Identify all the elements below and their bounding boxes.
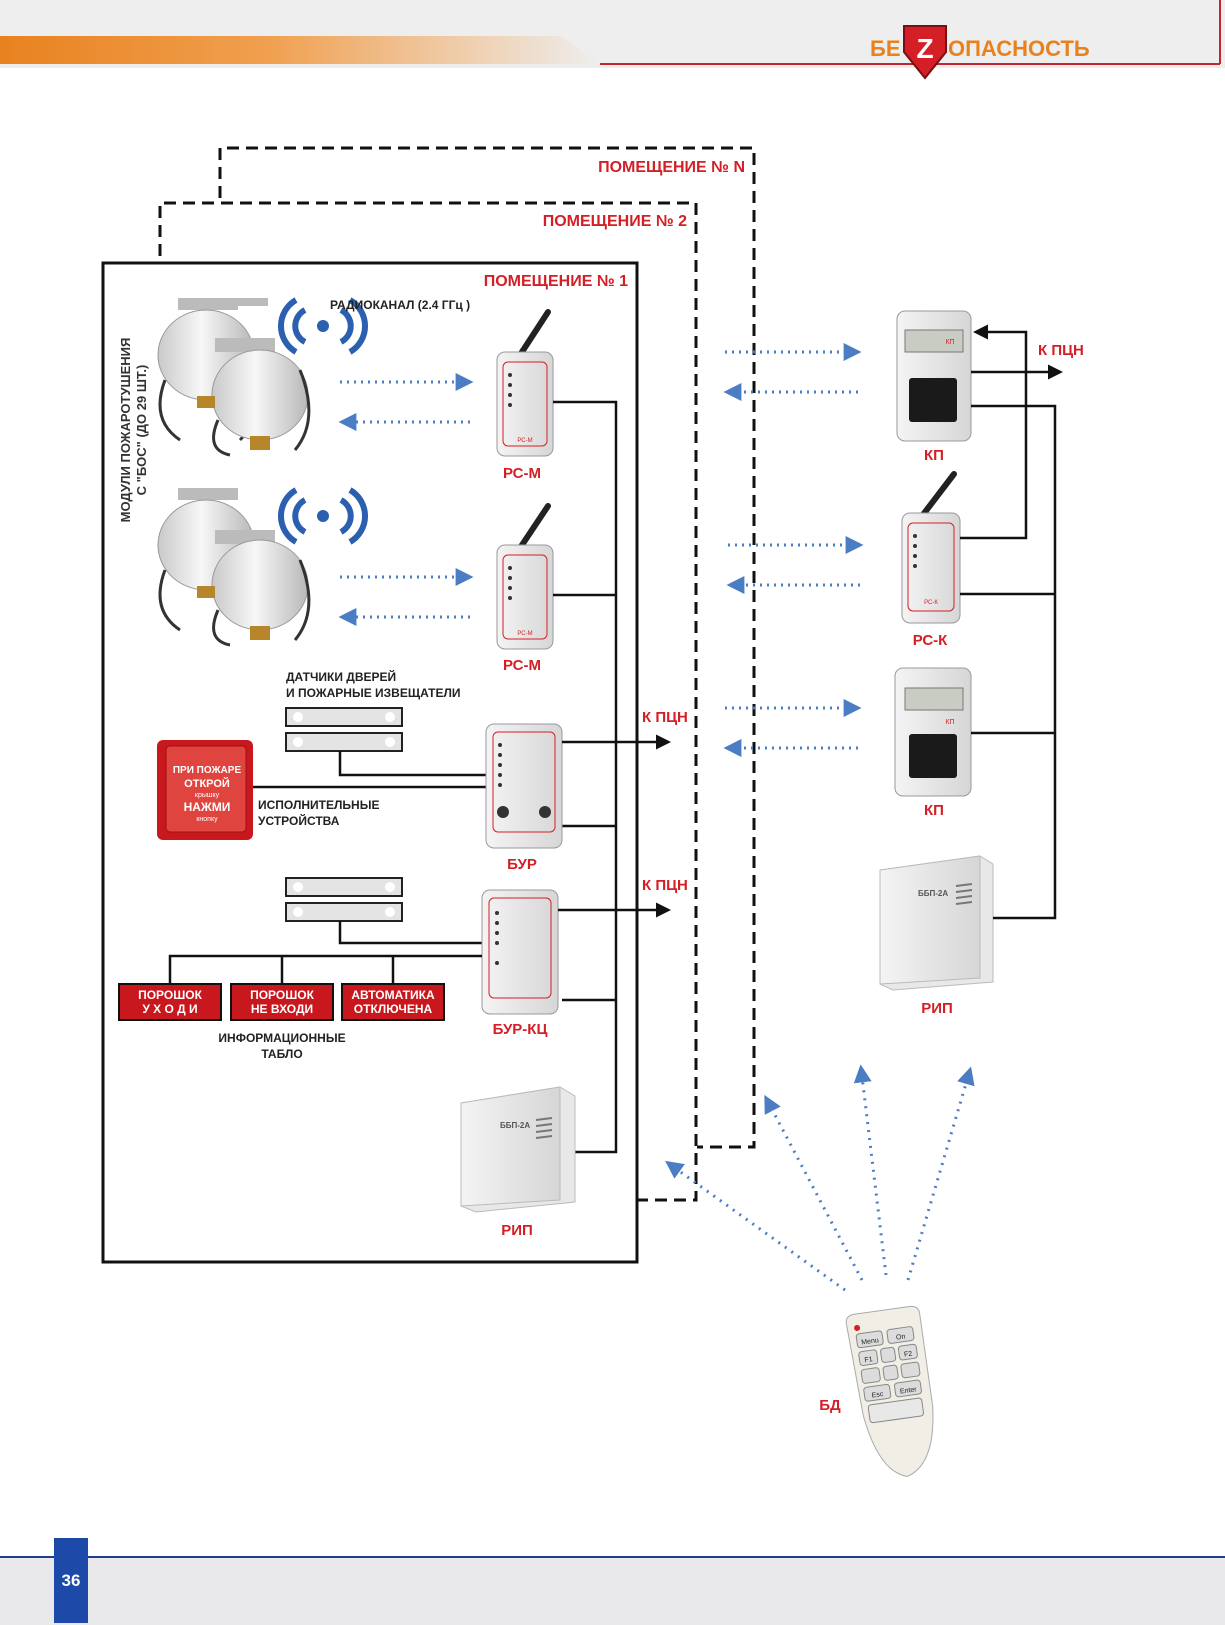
svg-text:F1: F1 xyxy=(864,1356,873,1364)
bur-kc-device xyxy=(481,889,559,1015)
svg-text:Esc: Esc xyxy=(871,1391,884,1400)
brand-logo: БЕ Z ОПАСНОСТЬ xyxy=(870,25,1090,80)
radio-wave-icon xyxy=(277,297,369,355)
remote-arrow xyxy=(764,1094,864,1281)
room-2-frame xyxy=(158,201,698,1202)
kp-device-2: КП xyxy=(894,667,972,797)
info-tablo-2: ПОРОШОК НЕ ВХОДИ xyxy=(230,983,334,1021)
door-sensor xyxy=(285,707,403,752)
info-tablo-label-1: ИНФОРМАЦИОННЫЕ xyxy=(218,1031,345,1045)
svg-text:НЕ ВХОДИ: НЕ ВХОДИ xyxy=(251,1002,313,1016)
remote-arrow xyxy=(665,1160,846,1292)
to-pcn-label-1: К ПЦН xyxy=(642,709,688,726)
power-supply-right: ББП-2А xyxy=(879,855,994,991)
bur-device xyxy=(485,723,563,849)
svg-text:НАЖМИ: НАЖМИ xyxy=(184,800,231,814)
fire-module-group-2 xyxy=(157,488,311,647)
rs-m-device-2: РС-М xyxy=(496,503,554,650)
rs-k-device: РС-К xyxy=(901,471,961,624)
svg-text:РС-М: РС-М xyxy=(517,631,532,637)
rip-label-left: РИП xyxy=(501,1222,533,1239)
radio-channel-label: РАДИОКАНАЛ (2.4 ГГц ) xyxy=(330,298,470,312)
rs-m-label-1: РС-М xyxy=(503,465,541,482)
to-pcn-label-2: К ПЦН xyxy=(642,877,688,894)
brand-suffix: ОПАСНОСТЬ xyxy=(948,36,1090,61)
rs-m-label-2: РС-М xyxy=(503,657,541,674)
svg-text:крышку: крышку xyxy=(195,792,220,799)
actuators-label-1: ИСПОЛНИТЕЛЬНЫЕ xyxy=(258,798,379,812)
kp-device-1: КП xyxy=(896,310,972,442)
svg-text:РС-К: РС-К xyxy=(924,600,938,606)
rip-label-right: РИП xyxy=(921,1000,953,1017)
svg-text:РС-М: РС-М xyxy=(517,438,532,444)
footer-band xyxy=(0,1556,1225,1625)
remote-arrow xyxy=(906,1066,975,1281)
brand-letter: Z xyxy=(916,33,933,64)
svg-text:On: On xyxy=(896,1333,906,1341)
info-tablo-3: АВТОМАТИКА ОТКЛЮЧЕНА xyxy=(341,983,445,1021)
power-supply-left: ББП-2А xyxy=(460,1086,576,1213)
svg-text:КП: КП xyxy=(945,339,954,346)
room-1-frame xyxy=(101,261,639,1264)
svg-text:КП: КП xyxy=(945,719,954,726)
svg-text:F2: F2 xyxy=(904,1351,913,1359)
svg-text:МОДУЛИ ПОЖАРОТУШЕНИЯ: МОДУЛИ ПОЖАРОТУШЕНИЯ xyxy=(118,338,133,523)
svg-text:У Х О Д И: У Х О Д И xyxy=(142,1002,197,1016)
fire-module-group-1 xyxy=(157,298,311,457)
sensors-label-1: ДАТЧИКИ ДВЕРЕЙ xyxy=(286,669,396,684)
svg-text:ПОРОШОК: ПОРОШОК xyxy=(138,988,203,1002)
svg-text:ББП-2А: ББП-2А xyxy=(918,889,948,898)
room-1-label: ПОМЕЩЕНИЕ № 1 xyxy=(484,273,628,290)
svg-text:ББП-2А: ББП-2А xyxy=(500,1121,530,1130)
kp-label-1: КП xyxy=(924,447,944,464)
bd-remote: Menu On F1 F2 Esc Enter xyxy=(845,1305,934,1477)
header-stripe xyxy=(0,36,600,64)
svg-text:АВТОМАТИКА: АВТОМАТИКА xyxy=(351,988,435,1002)
rs-m-device-1: РС-М xyxy=(496,309,554,457)
room-n-frame xyxy=(218,146,756,1149)
svg-text:С "БОС" (ДО 29 ШТ.): С "БОС" (ДО 29 ШТ.) xyxy=(134,365,149,496)
door-sensor xyxy=(285,877,403,922)
svg-text:ПРИ ПОЖАРЕ: ПРИ ПОЖАРЕ xyxy=(173,765,242,776)
svg-text:ОТКЛЮЧЕНА: ОТКЛЮЧЕНА xyxy=(354,1002,433,1016)
bur-label: БУР xyxy=(507,856,537,873)
room-1-bus xyxy=(553,400,618,1154)
bur-kc-label: БУР-КЦ xyxy=(493,1021,548,1038)
rs-k-label: РС-К xyxy=(913,632,948,649)
info-tablo-label-2: ТАБЛО xyxy=(261,1047,302,1061)
actuators-label-2: УСТРОЙСТВА xyxy=(258,813,340,828)
page-number: 36 xyxy=(54,1538,88,1623)
bd-label: БД xyxy=(819,1397,841,1414)
kp-label-2: КП xyxy=(924,802,944,819)
svg-text:Enter: Enter xyxy=(900,1386,918,1395)
svg-text:ОТКРОЙ: ОТКРОЙ xyxy=(184,777,230,790)
info-tablo-1: ПОРОШОК У Х О Д И xyxy=(118,983,222,1021)
room-2-label: ПОМЕЩЕНИЕ № 2 xyxy=(543,213,687,230)
svg-text:Menu: Menu xyxy=(861,1337,879,1346)
room-n-label: ПОМЕЩЕНИЕ № N xyxy=(598,159,745,176)
radio-wave-icon xyxy=(277,487,369,545)
right-bus xyxy=(960,324,1063,920)
modules-label: МОДУЛИ ПОЖАРОТУШЕНИЯ С "БОС" (ДО 29 ШТ.) xyxy=(118,338,149,523)
to-pcn-label-right: К ПЦН xyxy=(1038,342,1084,359)
svg-text:кнопку: кнопку xyxy=(196,816,218,823)
svg-text:ПОРОШОК: ПОРОШОК xyxy=(250,988,315,1002)
sensors-label-2: И ПОЖАРНЫЕ ИЗВЕЩАТЕЛИ xyxy=(286,686,461,700)
brand-shield-icon xyxy=(903,25,947,80)
manual-call-point: ПРИ ПОЖАРЕ ОТКРОЙ крышку НАЖМИ кнопку xyxy=(157,740,253,840)
brand-prefix: БЕ xyxy=(870,36,901,61)
remote-arrow xyxy=(853,1064,888,1276)
